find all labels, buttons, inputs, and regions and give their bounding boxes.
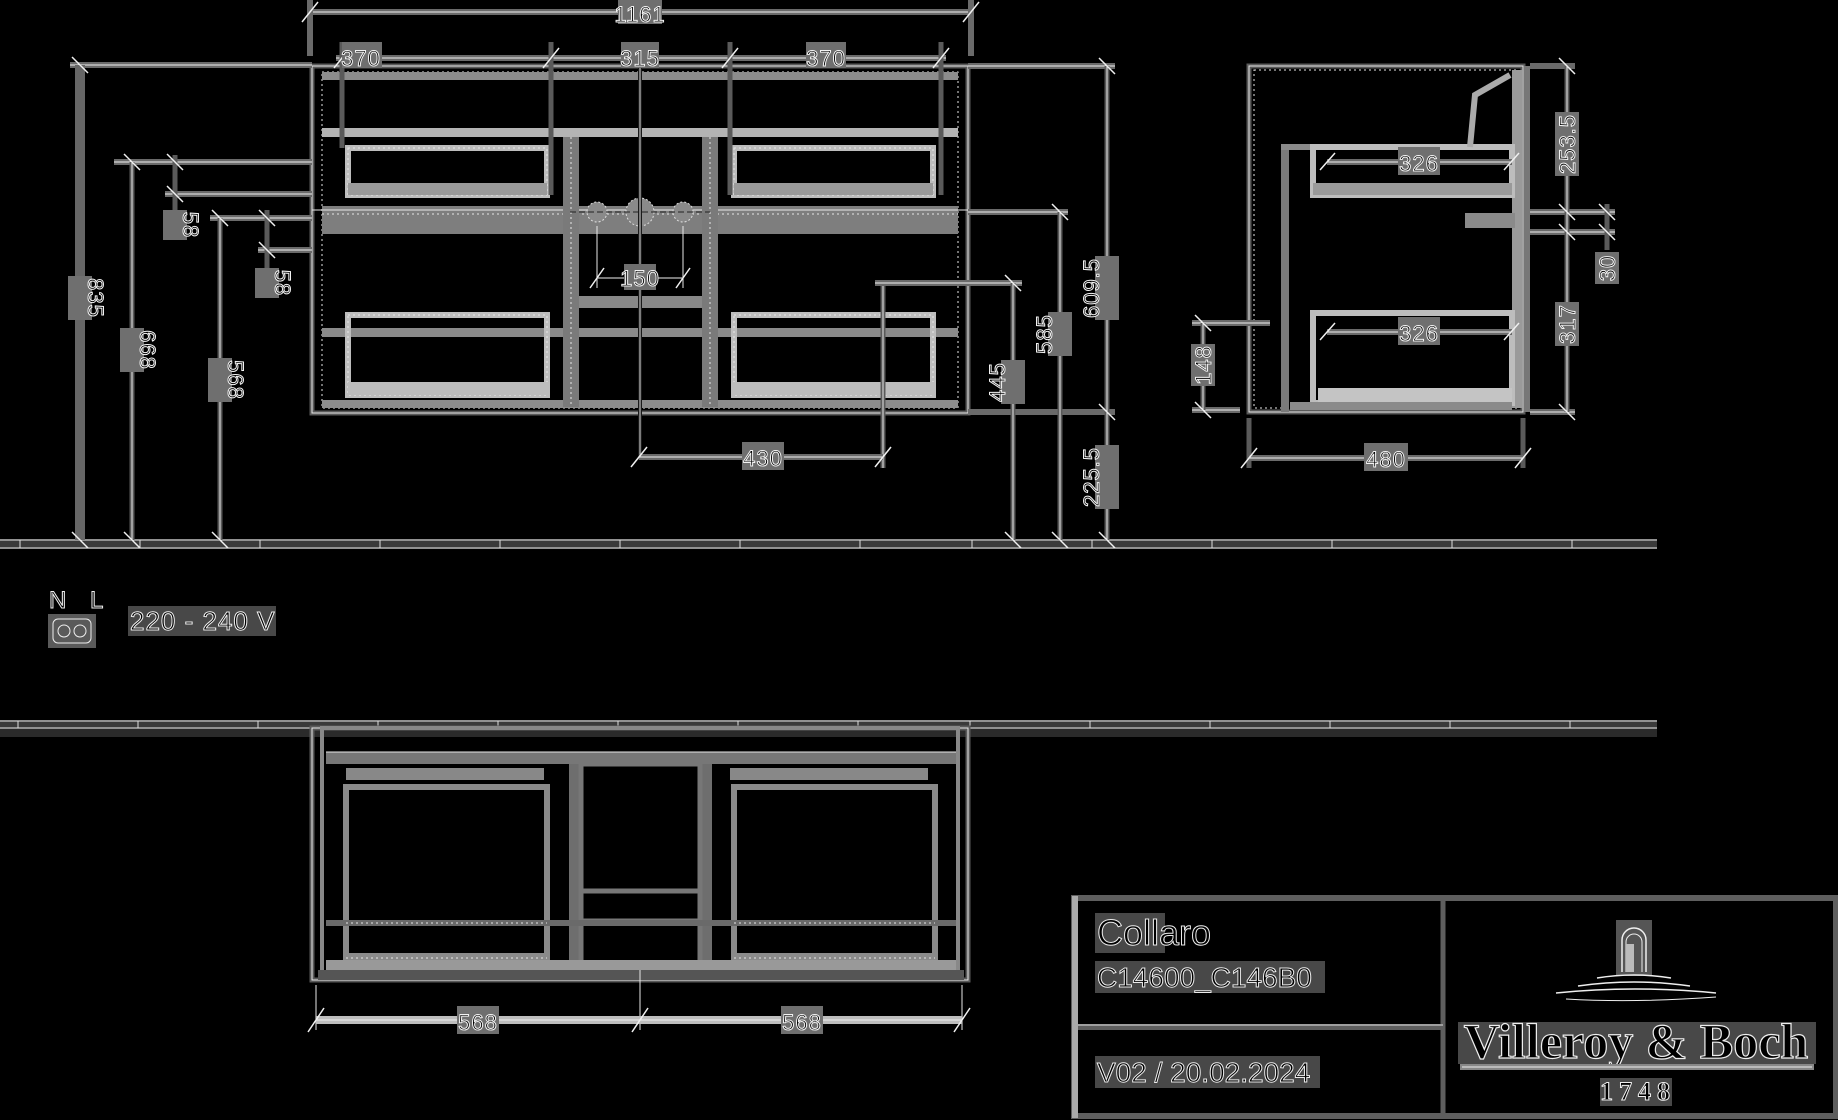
- live-label: L: [90, 587, 103, 614]
- dim-tap-spacing: 150: [620, 266, 660, 291]
- front-view: [309, 60, 971, 460]
- dim-floor-clearance: 225.5: [1079, 447, 1104, 507]
- neutral-label: N: [49, 587, 66, 614]
- side-dimensions: 326 326 253.5 30 317 148 480: [1191, 57, 1621, 473]
- dim-lower-drawer-height: 568: [223, 360, 248, 400]
- dim-upper-drawer-height: 668: [135, 330, 160, 370]
- dim-drain-offset: 430: [743, 446, 783, 471]
- dim-side-lower-drawer: 326: [1399, 321, 1439, 346]
- plan-view: [309, 725, 971, 1030]
- article-numbers: C14600_C146B0: [1097, 962, 1312, 993]
- dim-worktop-height: 585: [1032, 314, 1057, 354]
- dim-side-gap: 30: [1595, 255, 1620, 281]
- version-date: V02 / 20.02.2024: [1097, 1057, 1310, 1088]
- brand-year: 1748: [1600, 1077, 1676, 1106]
- dim-upper-drawer-depth: 58: [178, 212, 203, 238]
- brand-name: Villeroy & Boch: [1464, 1013, 1809, 1069]
- dim-side-top-section: 253.5: [1555, 114, 1580, 174]
- side-view: [1246, 63, 1530, 415]
- dim-cabinet-height: 609.5: [1079, 258, 1104, 318]
- socket-icon: [48, 614, 96, 648]
- dim-side-depth: 480: [1366, 447, 1406, 472]
- electrical-socket: N L 220 - 240 V: [48, 587, 276, 648]
- dim-drawer-width-center: 315: [620, 46, 660, 71]
- dim-side-plinth: 148: [1191, 345, 1216, 385]
- product-name: Collaro: [1097, 912, 1211, 953]
- voltage-label: 220 - 240 V: [130, 606, 275, 636]
- dim-overall-width: 1161: [614, 2, 665, 27]
- dim-plan-left-width: 568: [458, 1010, 498, 1035]
- plan-dimensions: 568 568: [307, 985, 971, 1036]
- title-block: Collaro C14600_C146B0 V02 / 20.02.2024 V…: [1071, 895, 1838, 1119]
- dim-drawer-width-right: 370: [806, 46, 846, 71]
- dim-side-upper-drawer: 326: [1399, 151, 1439, 176]
- dim-plan-right-width: 568: [782, 1010, 822, 1035]
- dim-drain-height: 445: [985, 362, 1010, 402]
- dim-side-lower-section: 317: [1555, 304, 1580, 344]
- dim-total-height: 835: [83, 278, 108, 318]
- floor-line: [0, 539, 1657, 549]
- front-dimensions: 1161 370 315 370 150 430 835: [68, 0, 1119, 549]
- dim-lower-drawer-depth: 58: [270, 270, 295, 296]
- dim-drawer-width-left: 370: [341, 46, 381, 71]
- fountain-logo-icon: [1555, 920, 1717, 1002]
